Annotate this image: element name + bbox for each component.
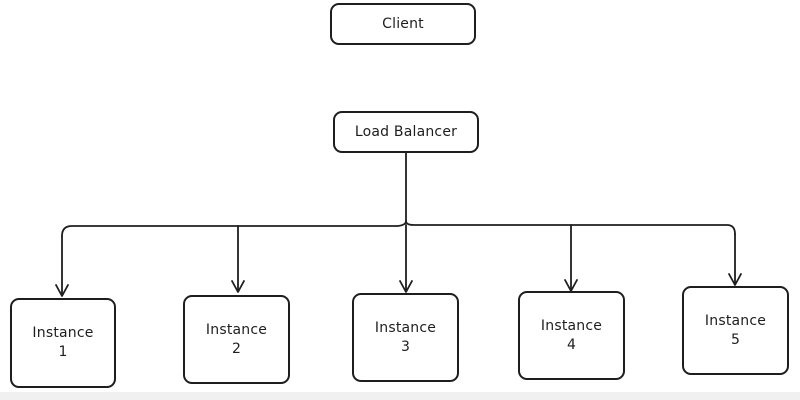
instance-label: Instance xyxy=(374,319,437,336)
instance-node-5[interactable]: Instance 5 xyxy=(682,286,789,375)
arrowhead-5 xyxy=(728,273,742,286)
instance-node-1[interactable]: Instance 1 xyxy=(10,298,116,388)
instance-node-4[interactable]: Instance 4 xyxy=(518,291,625,380)
instance-number: 2 xyxy=(231,340,242,357)
instance-label: Instance xyxy=(32,325,94,342)
arrowhead-2 xyxy=(231,280,245,293)
instance-label: Instance xyxy=(540,317,603,334)
instance-label: Instance xyxy=(205,321,268,338)
instance-node-3-text: Instance 3 xyxy=(375,319,436,357)
load-balancer-label: Load Balancer xyxy=(354,123,458,140)
instance-node-4-text: Instance 4 xyxy=(541,317,602,355)
instance-node-3[interactable]: Instance 3 xyxy=(352,293,459,382)
instance-number: 4 xyxy=(566,336,577,353)
instance-number: 1 xyxy=(58,344,68,360)
bus-line xyxy=(61,220,736,237)
instance-node-1-text: Instance 1 xyxy=(32,324,93,362)
instance-node-5-text: Instance 5 xyxy=(705,312,766,350)
arrowhead-1 xyxy=(55,284,69,297)
instance-label: Instance xyxy=(704,312,767,329)
client-node[interactable]: Client xyxy=(330,3,476,45)
instance-number: 5 xyxy=(730,331,741,348)
instance-node-2-text: Instance 2 xyxy=(206,321,267,359)
client-label: Client xyxy=(382,15,424,32)
bottom-strip xyxy=(0,392,800,400)
instance-node-2[interactable]: Instance 2 xyxy=(183,295,290,384)
instance-number: 3 xyxy=(400,338,411,355)
arrowhead-3 xyxy=(399,280,413,293)
load-balancer-node[interactable]: Load Balancer xyxy=(333,111,479,153)
